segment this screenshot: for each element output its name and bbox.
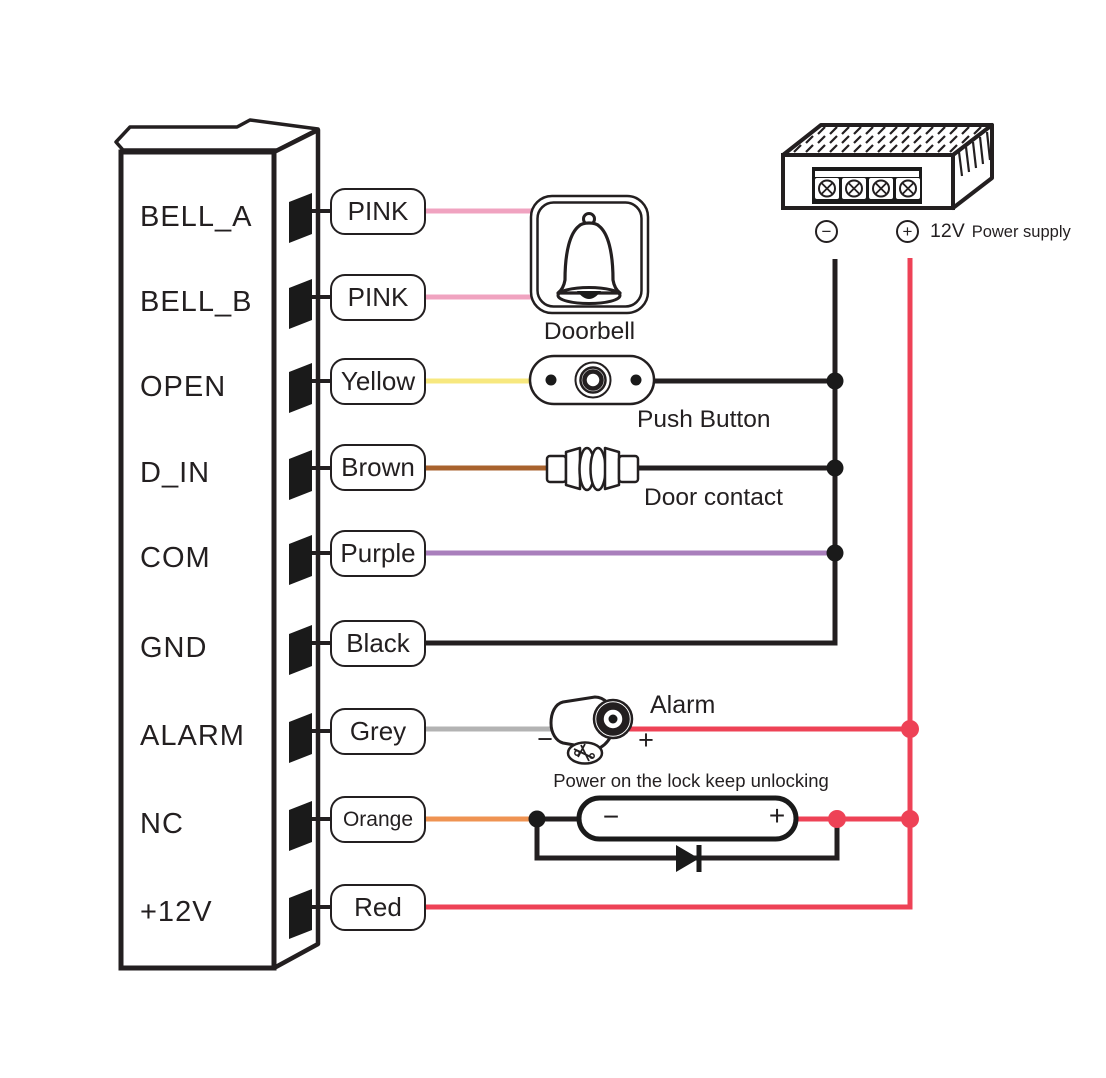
psu-screw-heads [818, 179, 917, 198]
junction-dot [901, 810, 919, 828]
psu-voltage: 12V [930, 220, 965, 242]
push-button-label: Push Button [637, 406, 771, 433]
power-supply-icon [781, 123, 994, 210]
junction-dot [828, 810, 846, 828]
terminal-label-12v: +12V [140, 896, 213, 928]
wire-gnd-black [424, 259, 838, 646]
alarm-label: Alarm [650, 691, 716, 719]
doorbell-label: Doorbell [543, 318, 636, 345]
controller-box [114, 118, 321, 971]
terminal-block [289, 535, 312, 585]
terminal-label-alarm: ALARM [140, 720, 245, 752]
bell-clapper [577, 291, 601, 299]
psu-plus-terminal: + [896, 220, 919, 243]
door-contact-icon [545, 446, 640, 492]
lock-icon [576, 795, 799, 842]
push-button-icon [528, 354, 656, 406]
door-contact-label: Door contact [644, 484, 783, 511]
terminal-label-gnd: GND [140, 632, 208, 664]
junction-dot [826, 372, 844, 390]
psu-minus-terminal: − [815, 220, 838, 243]
diode-icon [676, 845, 702, 872]
doorbell-icon [529, 194, 650, 315]
controller-front [118, 149, 277, 971]
wire-tag-orange: Orange [330, 796, 426, 843]
wire-tag-yellow: Yellow [330, 358, 426, 405]
psu-side-lines [957, 131, 992, 177]
lock-note: Power on the lock keep unlocking [553, 770, 829, 791]
wire-tag-grey: Grey [330, 708, 426, 755]
wire-tag-black: Black [330, 620, 426, 667]
terminal-block [289, 279, 312, 329]
terminal-label-open: OPEN [140, 371, 227, 403]
alarm-plus-sign: + [638, 724, 654, 755]
psu-name: Power supply [971, 223, 1071, 241]
bell-rim [556, 286, 622, 305]
terminal-block [289, 363, 312, 413]
terminal-block [289, 713, 312, 763]
wire-tag-pink-b: PINK [330, 274, 426, 321]
wire-tag-red: Red [330, 884, 426, 931]
terminal-block [289, 193, 312, 243]
alarm-siren-icon [549, 695, 634, 765]
alarm-minus-sign: − [537, 723, 553, 754]
psu-top-hatch [793, 126, 982, 153]
junction-dot [528, 810, 546, 828]
wire-tag-pink-a: PINK [330, 188, 426, 235]
wire-12v-red [424, 258, 913, 910]
black-wires [424, 259, 840, 861]
junction-dot [826, 459, 844, 477]
lock-minus-sign: − [602, 801, 620, 832]
junction-dot [901, 720, 919, 738]
terminal-label-nc: NC [140, 808, 184, 840]
terminal-stubs [312, 209, 332, 909]
bell-body [556, 221, 622, 295]
psu-label: 12V Power supply [930, 220, 1071, 243]
lock-plus-sign: + [768, 800, 786, 831]
wire-tag-brown: Brown [330, 444, 426, 491]
terminal-label-bell-b: BELL_B [140, 286, 253, 318]
terminal-block [289, 801, 312, 851]
junction-dot [826, 544, 844, 562]
terminal-block [289, 889, 312, 939]
black-junction-dots [528, 372, 844, 828]
terminal-block [289, 450, 312, 500]
red-junction-dots [828, 720, 919, 828]
terminal-blocks [289, 193, 312, 939]
terminal-block [289, 625, 312, 675]
terminal-label-com: COM [140, 542, 211, 574]
wire-tag-purple: Purple [330, 530, 426, 577]
terminal-label-bell-a: BELL_A [140, 201, 253, 233]
terminal-label-d-in: D_IN [140, 457, 211, 489]
red-wires [424, 258, 913, 910]
